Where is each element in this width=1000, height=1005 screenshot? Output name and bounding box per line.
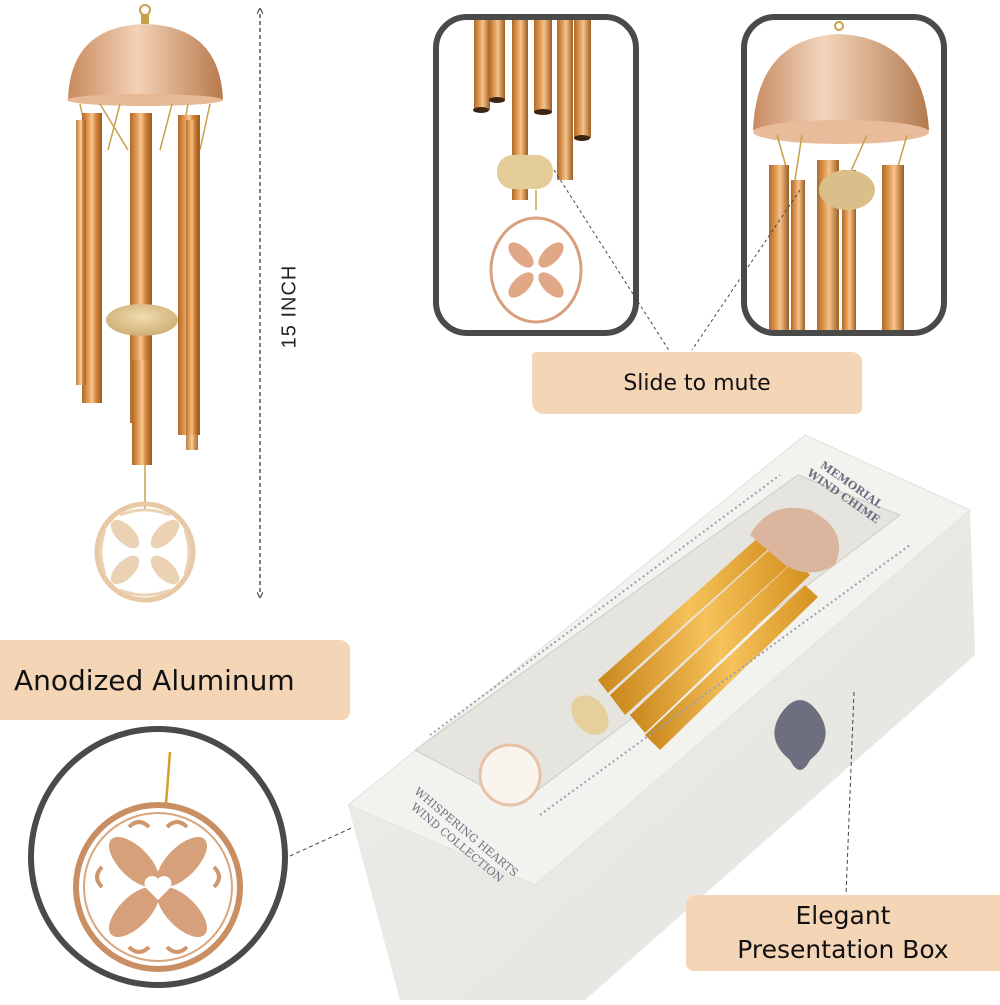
detail-frame-dome-top: [741, 14, 947, 336]
dome-detail-icon: [753, 21, 929, 330]
label-presentation-box: Elegant Presentation Box: [686, 895, 1000, 971]
pendant-zoom-circle: [28, 726, 288, 988]
striker-detail-icon: [473, 20, 591, 324]
dimension-arrow: [256, 6, 264, 600]
slide-to-mute-text: Slide to mute: [623, 370, 771, 396]
callout-lines-mute: [553, 169, 801, 353]
pendant-icon: [73, 751, 243, 972]
box-label-line1: Elegant: [795, 901, 891, 930]
wind-chime-icon: [67, 4, 223, 603]
anodized-aluminum-text: Anodized Aluminum: [14, 663, 295, 697]
presentation-box: [340, 415, 1000, 1000]
label-anodized-aluminum: Anodized Aluminum: [0, 640, 350, 720]
gift-box-icon: [347, 434, 975, 1000]
detail-frame-bottom-striker: [433, 14, 639, 336]
main-chime-illustration: [60, 0, 240, 630]
box-label-line2: Presentation Box: [737, 935, 949, 964]
callout-line-box: [845, 691, 855, 896]
dimension-label: 15 INCH: [278, 264, 301, 349]
callout-line-pendant: [289, 793, 427, 857]
label-slide-to-mute: Slide to mute: [532, 352, 862, 414]
